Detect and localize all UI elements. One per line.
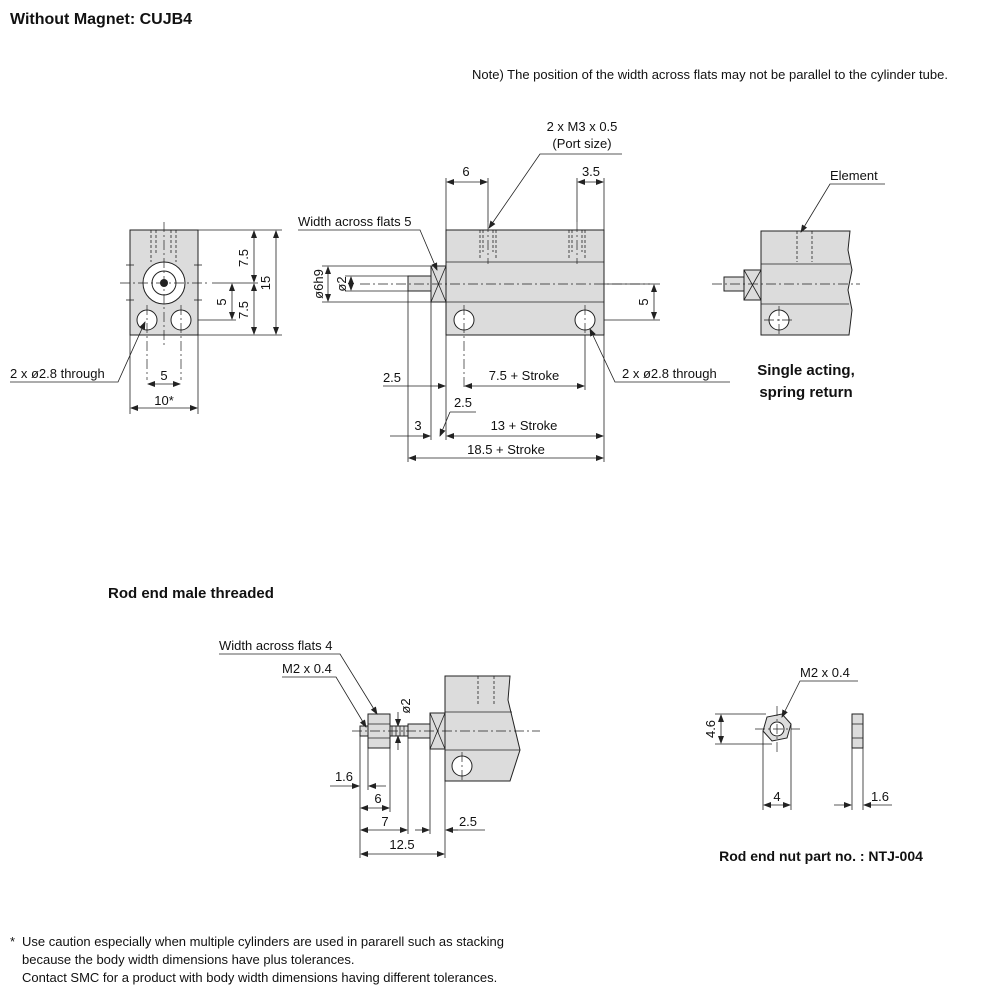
dim-2-5-b: 2.5	[454, 395, 472, 410]
rod-end-view: Rod end male threaded Width across flats…	[108, 585, 540, 858]
dim-7-5-bottom: 7.5	[236, 301, 251, 319]
dim-5-right: 5	[636, 298, 651, 305]
flats-note: Note) The position of the width across f…	[472, 67, 948, 82]
side-holes-label: 2 x ø2.8 through	[622, 366, 717, 381]
dim-phi6h9: ø6h9	[311, 269, 326, 299]
page-title: Without Magnet: CUJB4	[10, 11, 192, 28]
nut-view: M2 x 0.4 4.6 4 1.6 Rod end nut part no. …	[703, 665, 923, 864]
nut-dim-4: 4	[773, 789, 780, 804]
footnote: * Use caution especially when multiple c…	[10, 934, 504, 985]
nut-side	[851, 713, 864, 749]
dim-7-5-stroke: 7.5 + Stroke	[489, 368, 559, 383]
rod-end-dim-7: 7	[381, 814, 388, 829]
dim-phi2: ø2	[334, 276, 349, 291]
dim-13-stroke: 13 + Stroke	[491, 418, 558, 433]
end-view: 7.5 15 5 7.5 5 10* 2 x ø2.8 through	[10, 222, 282, 414]
footnote-line1: Use caution especially when multiple cyl…	[22, 934, 504, 949]
port-sub-label: (Port size)	[552, 136, 611, 151]
rod-end-dim-12-5: 12.5	[389, 837, 414, 852]
piston-rod	[407, 275, 432, 292]
element-label: Element	[830, 168, 878, 183]
dim-5-horizontal: 5	[160, 368, 167, 383]
element-caption-line1: Single acting,	[757, 362, 855, 379]
rod-end-title: Rod end male threaded	[108, 585, 274, 602]
port-label: 2 x M3 x 0.5	[547, 119, 618, 134]
rod-end-dim-6: 6	[374, 791, 381, 806]
dim-10: 10*	[154, 393, 174, 408]
nut-dim-1-6: 1.6	[871, 789, 889, 804]
dim-6: 6	[462, 164, 469, 179]
rod-end-dim-phi2: ø2	[398, 698, 413, 713]
dim-18-5-stroke: 18.5 + Stroke	[467, 442, 545, 457]
element-view: Element Single acting, spring return	[712, 168, 885, 401]
footnote-line3: Contact SMC for a product with body widt…	[22, 970, 497, 985]
footnote-line2: because the body width dimensions have p…	[22, 952, 354, 967]
rod-end-thread-label: M2 x 0.4	[282, 661, 332, 676]
dim-3: 3	[414, 418, 421, 433]
end-view-holes-label: 2 x ø2.8 through	[10, 366, 105, 381]
nut-thread-label: M2 x 0.4	[800, 665, 850, 680]
rod-end-flats-label: Width across flats 4	[219, 638, 332, 653]
element-caption-line2: spring return	[759, 384, 852, 401]
dim-5-vertical: 5	[214, 298, 229, 305]
dim-2-5-a: 2.5	[383, 370, 401, 385]
side-view: 6 3.5 2 x M3 x 0.5 (Port size) Width acr…	[298, 119, 730, 462]
flats-label: Width across flats 5	[298, 214, 411, 229]
rod-end-dim-1-6: 1.6	[335, 769, 353, 784]
dim-7-5-top: 7.5	[236, 249, 251, 267]
element-body	[760, 230, 853, 336]
dim-3-5: 3.5	[582, 164, 600, 179]
dim-15: 15	[258, 276, 273, 290]
nut-dim-4-6: 4.6	[703, 720, 718, 738]
nut-caption: Rod end nut part no. : NTJ-004	[719, 848, 923, 864]
footnote-mark: *	[10, 934, 15, 949]
rod-end-dim-2-5: 2.5	[459, 814, 477, 829]
